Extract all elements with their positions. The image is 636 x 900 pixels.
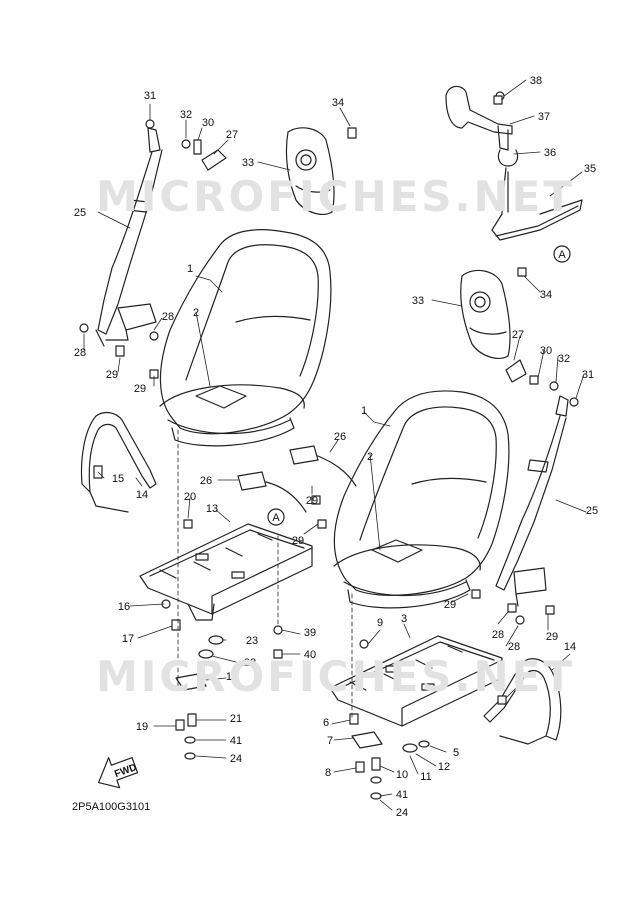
ref-circle-a-upper: A: [553, 245, 571, 263]
callout-11: 11: [420, 771, 431, 783]
callout-9: 9: [377, 617, 383, 629]
callout-16: 16: [118, 601, 130, 613]
callout-1: 1: [187, 263, 193, 275]
ref-circle-a-lower: A: [267, 508, 285, 526]
left-seat-frame: [139, 523, 313, 621]
callout-19: 19: [136, 721, 148, 733]
callout-29: 29: [106, 369, 118, 381]
diagram-code: 2P5A100G3101: [72, 801, 151, 813]
callout-1: 1: [361, 405, 367, 417]
callout-27: 27: [226, 129, 238, 141]
left-grab-handle: [80, 411, 157, 513]
callout-31: 31: [582, 369, 594, 381]
right-seat: [333, 390, 510, 609]
callout-23: 23: [246, 635, 258, 647]
callout-28: 28: [74, 347, 86, 359]
callout-3: 3: [401, 613, 407, 625]
seat-back-panel-lower: [460, 269, 511, 359]
callout-25: 25: [586, 505, 598, 517]
callout-28: 28: [492, 629, 504, 641]
callout-6: 6: [323, 717, 329, 729]
right-seat-frame: [329, 635, 503, 727]
callout-labels: 31 32 30 27 34 33 38 37 36 35 25 1 2 28 …: [74, 75, 598, 819]
callout-32: 32: [558, 353, 570, 365]
callout-29: 29: [444, 599, 456, 611]
callout-12: 12: [438, 761, 450, 773]
callout-31: 31: [144, 90, 156, 102]
callout-26: 26: [200, 475, 212, 487]
callout-8: 8: [325, 767, 331, 779]
grab-bar-assembly: [445, 85, 583, 241]
seat-belt-buckles: [237, 445, 357, 513]
callout-35: 35: [584, 163, 596, 175]
fwd-arrow: FWD: [97, 757, 138, 789]
callout-25: 25: [74, 207, 86, 219]
callout-24: 24: [230, 753, 242, 765]
callout-41: 41: [396, 789, 408, 801]
callout-28: 28: [162, 311, 174, 323]
callout-27: 27: [512, 329, 524, 341]
callout-14: 14: [136, 489, 148, 501]
callout-26: 26: [334, 431, 346, 443]
callout-22: 22: [244, 657, 256, 669]
callout-14: 14: [564, 641, 576, 653]
callout-20: 20: [184, 491, 196, 503]
callout-30: 30: [540, 345, 552, 357]
callout-29: 29: [292, 535, 304, 547]
callout-28: 28: [508, 641, 520, 653]
callout-15: 15: [112, 473, 124, 485]
callout-33: 33: [242, 157, 254, 169]
callout-34: 34: [540, 289, 552, 301]
callout-29: 29: [134, 383, 146, 395]
left-seat: [159, 229, 332, 447]
callout-13: 13: [206, 503, 218, 515]
callout-38: 38: [530, 75, 542, 87]
callout-4: 4: [515, 675, 521, 687]
callout-40: 40: [304, 649, 316, 661]
callout-18: 18: [226, 671, 238, 683]
callout-24: 24: [396, 807, 408, 819]
callout-2: 2: [193, 307, 199, 319]
ref-mark-a: A: [558, 249, 566, 261]
left-seat-belt: [95, 127, 163, 347]
callout-21: 21: [230, 713, 242, 725]
callout-30: 30: [202, 117, 214, 129]
right-seat-belt: [495, 395, 569, 607]
callout-29: 29: [306, 495, 318, 507]
callout-39: 39: [304, 627, 316, 639]
seat-back-panel-upper: [285, 127, 335, 215]
right-grab-handle: [483, 658, 562, 745]
callout-33: 33: [412, 295, 424, 307]
callout-37: 37: [538, 111, 550, 123]
callout-10: 10: [396, 769, 408, 781]
ref-mark-a: A: [272, 512, 280, 524]
callout-34: 34: [332, 97, 344, 109]
callout-17: 17: [122, 633, 134, 645]
callout-41: 41: [230, 735, 242, 747]
leader-lines: [83, 79, 587, 811]
callout-29: 29: [546, 631, 558, 643]
callout-2: 2: [367, 451, 373, 463]
callout-36: 36: [544, 147, 556, 159]
callout-7: 7: [327, 735, 333, 747]
callout-32: 32: [180, 109, 192, 121]
callout-5: 5: [453, 747, 459, 759]
